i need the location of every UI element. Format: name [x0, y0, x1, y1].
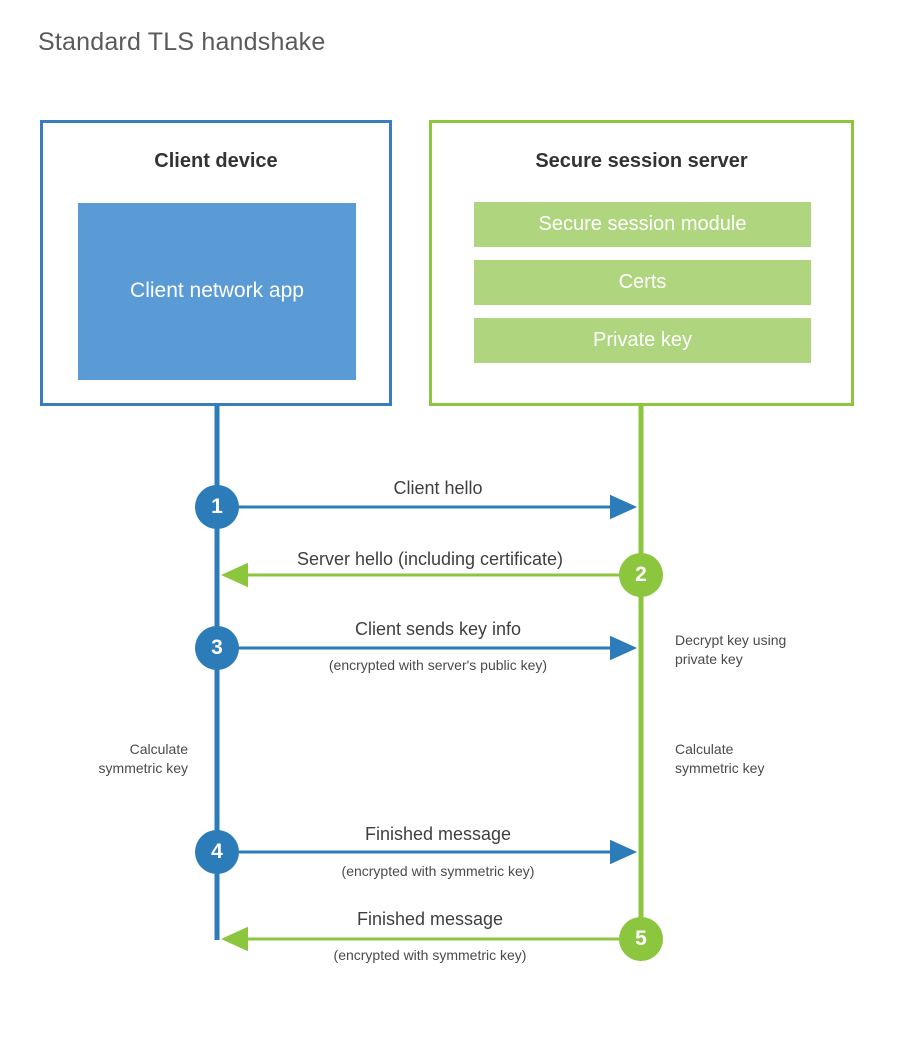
step-5-label: Finished message [356, 909, 504, 929]
step-2-label: Server hello (including certificate) [296, 549, 564, 569]
page-title: Standard TLS handshake [38, 28, 326, 56]
client-device-title: Client device [154, 150, 278, 172]
server-module-list: Secure session module Certs Private key [474, 202, 811, 363]
server-module-secure-session-module: Secure session module [474, 202, 811, 247]
step-number: 3 [211, 636, 223, 659]
step-number: 5 [635, 927, 647, 950]
step-number: 4 [211, 840, 223, 863]
step-5-sublabel: (encrypted with symmetric key) [333, 947, 527, 963]
step-marker-5[interactable]: 5 [619, 917, 663, 961]
server-decrypt-note: Decrypt key using private key [675, 632, 787, 667]
client-device-box: Client device Client network app [40, 120, 392, 406]
step-marker-2[interactable]: 2 [619, 553, 663, 597]
server-module-label: Private key [593, 329, 692, 351]
server-module-label: Certs [618, 271, 667, 293]
step-3-label: Client sends key info [354, 619, 522, 639]
step-number: 1 [211, 495, 223, 518]
server-module-label: Secure session module [538, 213, 747, 235]
step-4-sublabel: (encrypted with symmetric key) [341, 863, 535, 879]
step-3-sublabel: (encrypted with server's public key) [328, 657, 548, 673]
step-marker-4[interactable]: 4 [195, 830, 239, 874]
step-4-label: Finished message [364, 824, 512, 844]
server-module-certs: Certs [474, 260, 811, 305]
step-number: 2 [635, 563, 647, 586]
step-marker-3[interactable]: 3 [195, 626, 239, 670]
client-network-app-label: Client network app [130, 279, 304, 303]
server-calculate-symmetric-key-note: Calculate symmetric key [675, 741, 765, 776]
server-module-private-key: Private key [474, 318, 811, 363]
step-marker-1[interactable]: 1 [195, 485, 239, 529]
client-calculate-symmetric-key-note: Calculate symmetric key [98, 741, 188, 776]
step-1-label: Client hello [393, 478, 483, 498]
client-network-app-block: Client network app [78, 203, 356, 380]
secure-session-server-title: Secure session server [535, 150, 748, 172]
secure-session-server-box: Secure session server Secure session mod… [429, 120, 854, 406]
